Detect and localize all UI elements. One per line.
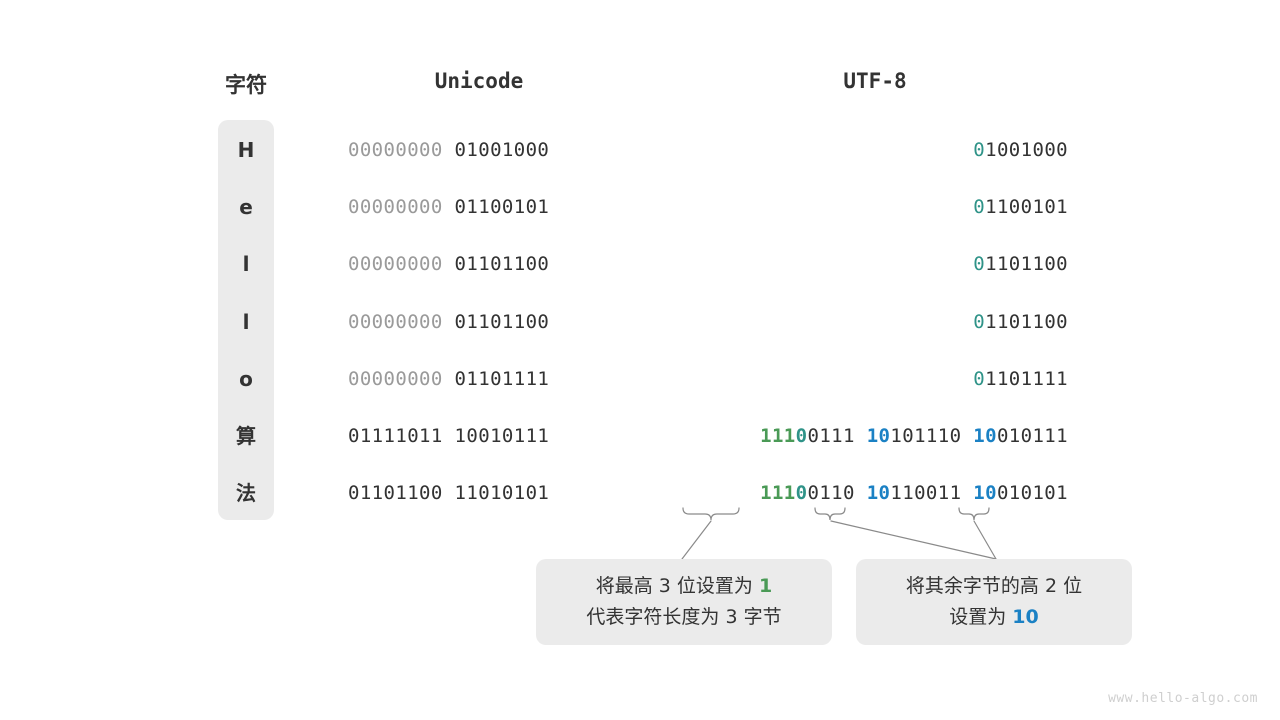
- callout-right-line-2: 设置为 10: [949, 602, 1039, 633]
- utf8-cell: 01001000: [800, 137, 1068, 163]
- unicode-high-byte: 00000000: [348, 196, 443, 219]
- unicode-cell: 00000000 01100101: [348, 194, 610, 220]
- utf8-length-marker-ones: 111: [760, 425, 796, 447]
- unicode-high-byte: 00000000: [348, 253, 443, 276]
- unicode-high-byte: 00000000: [348, 139, 443, 161]
- watermark: www.hello-algo.com: [1108, 691, 1258, 706]
- utf8-lead-bit: 0: [973, 367, 986, 390]
- utf8-cell: 11100111 10101110 10010111: [600, 423, 1068, 449]
- unicode-cell: 00000000 01001000: [348, 137, 610, 163]
- unicode-high-byte: 00000000: [348, 367, 443, 390]
- unicode-cell: 00000000 01101111: [348, 366, 610, 392]
- header-unicode: Unicode: [434, 69, 524, 93]
- character-cell: o: [239, 366, 253, 391]
- unicode-low-byte: 01101100: [442, 310, 550, 333]
- utf8-lead-bit: 0: [973, 310, 986, 333]
- unicode-high-byte: 01101100: [348, 482, 443, 505]
- utf8-cell: 01101111: [800, 366, 1068, 392]
- utf8-lead-bit: 0: [973, 196, 986, 219]
- utf8-byte2-payload: 110011: [890, 482, 974, 505]
- callout-left-highlight: 1: [758, 575, 773, 597]
- callout-left-line-2: 代表字符长度为 3 字节: [586, 606, 782, 628]
- utf8-byte2-marker: 10: [866, 482, 891, 505]
- unicode-low-byte: 01100101: [442, 196, 550, 219]
- utf8-byte3-marker: 10: [973, 425, 997, 447]
- header-utf8: UTF-8: [843, 69, 907, 93]
- utf8-lead-bit: 0: [973, 139, 986, 161]
- utf8-payload-bits: 1001000: [985, 139, 1068, 161]
- utf8-byte1-payload: 0111: [807, 425, 867, 447]
- callout-left-line-1-text: 将最高 3 位设置为: [595, 575, 759, 597]
- utf8-payload-bits: 1101100: [985, 310, 1068, 333]
- utf8-byte3-payload: 010111: [996, 425, 1068, 447]
- header-character: 字符: [225, 73, 267, 97]
- utf8-cell: 01101100: [800, 309, 1068, 335]
- character-column-panel: [218, 120, 274, 520]
- utf8-length-marker-zero: 0: [795, 425, 808, 447]
- character-cell: H: [237, 138, 255, 162]
- callout-right-highlight: 10: [1012, 606, 1039, 628]
- unicode-cell: 00000000 01101100: [348, 309, 610, 335]
- unicode-low-byte: 10010111: [442, 425, 550, 447]
- character-cell: 算: [236, 424, 256, 448]
- utf8-payload-bits: 1100101: [985, 196, 1068, 219]
- utf8-byte2-payload: 101110: [890, 425, 974, 447]
- utf8-length-marker-ones: 111: [760, 482, 796, 505]
- utf8-length-marker-zero: 0: [795, 482, 808, 505]
- utf8-payload-bits: 1101111: [985, 367, 1068, 390]
- unicode-cell: 01111011 10010111: [348, 423, 610, 449]
- callout-right-line-1: 将其余字节的高 2 位: [905, 575, 1083, 597]
- unicode-low-byte: 01101111: [442, 367, 550, 390]
- callout-right-line-2-text: 设置为: [949, 606, 1013, 628]
- utf8-byte1-payload: 0110: [807, 482, 867, 505]
- utf8-cell: 01100101: [800, 194, 1068, 220]
- character-cell: 法: [236, 481, 256, 506]
- unicode-high-byte: 00000000: [348, 310, 443, 333]
- character-cell: l: [242, 309, 250, 334]
- utf8-lead-bit: 0: [973, 253, 986, 276]
- callout-left-line-1: 将最高 3 位设置为 1: [596, 571, 772, 602]
- unicode-cell: 01101100 11010101: [348, 480, 610, 506]
- utf8-byte3-payload: 010101: [996, 482, 1068, 505]
- utf8-byte2-marker: 10: [866, 425, 891, 447]
- unicode-high-byte: 01111011: [348, 425, 443, 447]
- unicode-low-byte: 11010101: [442, 482, 550, 505]
- character-cell: l: [242, 252, 250, 277]
- unicode-low-byte: 01101100: [442, 253, 550, 276]
- unicode-low-byte: 01001000: [442, 139, 550, 161]
- character-cell: e: [239, 195, 253, 220]
- utf8-cell: 01101100: [800, 251, 1068, 277]
- utf8-cell: 11100110 10110011 10010101: [600, 480, 1068, 506]
- callout-leading-bits: 将最高 3 位设置为 1 代表字符长度为 3 字节: [536, 559, 832, 645]
- callout-continuation-bits: 将其余字节的高 2 位 设置为 10: [856, 559, 1132, 645]
- utf8-payload-bits: 1101100: [985, 253, 1068, 276]
- unicode-cell: 00000000 01101100: [348, 251, 610, 277]
- utf8-byte3-marker: 10: [973, 482, 997, 505]
